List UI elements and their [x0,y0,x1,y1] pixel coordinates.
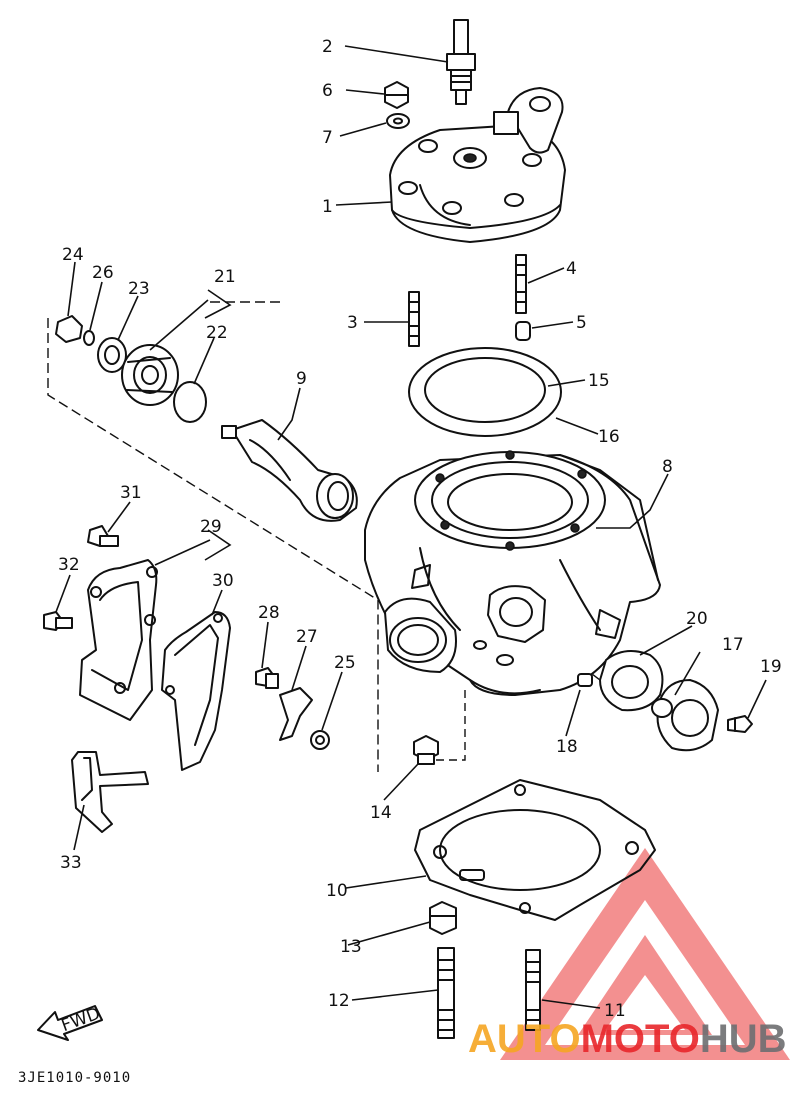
part-base-gasket [414,779,656,921]
part-dowel-pin [515,321,531,341]
fwd-label: FWD [59,1004,103,1036]
fwd-arrow-icon: FWD [37,1004,103,1041]
svg-text:AUTOMOTOHUB: AUTOMOTOHUB [468,1017,787,1061]
callout-2: 2 [322,37,333,57]
callout-23: 23 [128,279,150,299]
part-water-joint [221,419,358,522]
part-clip-27 [279,687,313,741]
part-o-ring-22 [173,381,207,423]
callout-4: 4 [566,259,577,279]
callout-26: 26 [92,263,114,283]
part-nut-13 [429,901,457,935]
part-pump-cover [79,559,158,721]
callout-29: 29 [200,517,222,537]
part-head-gasket-rings [408,347,562,437]
part-outlet-gasket [599,650,664,712]
part-seal-23 [97,337,127,373]
callout-5: 5 [576,313,587,333]
callout-20: 20 [686,609,708,629]
part-stud-12 [437,947,455,1039]
part-cap-24 [55,315,83,343]
part-drain-bolt [413,735,439,765]
callout-28: 28 [258,603,280,623]
part-bracket-33 [71,751,149,833]
callout-13: 13 [340,937,362,957]
part-spark-plug [446,19,476,105]
callout-33: 33 [60,853,82,873]
callout-16: 16 [598,427,620,447]
part-collar-25 [310,730,330,750]
callout-14: 14 [370,803,392,823]
watermark-text-auto: AUTO [468,1017,581,1061]
part-stud-long [515,254,527,314]
part-stud-11 [525,949,541,1031]
callout-24: 24 [62,245,84,265]
part-cylinder [364,450,661,696]
diagram-code: 3JE1010-9010 [18,1070,131,1086]
callout-22: 22 [206,323,228,343]
callout-7: 7 [322,128,333,148]
callout-9: 9 [296,369,307,389]
part-stud-short [408,291,420,347]
part-outlet-cover [651,679,719,752]
callout-12: 12 [328,991,350,1011]
part-bolt-28 [255,667,279,689]
part-bolt-32 [43,611,73,631]
callout-19: 19 [760,657,782,677]
part-o-ring-26 [83,330,95,346]
callout-21: 21 [214,267,236,287]
callout-31: 31 [120,483,142,503]
callout-1: 1 [322,197,333,217]
watermark-text: AUTOMOTOHUB [468,1017,787,1061]
part-small-dowel [577,673,593,687]
callout-labels: 1 2 3 4 5 6 7 8 9 10 11 12 13 14 15 16 1… [58,37,782,1021]
part-bolt-19 [727,715,753,733]
callout-25: 25 [334,653,356,673]
callout-8: 8 [662,457,673,477]
callout-30: 30 [212,571,234,591]
callout-11: 11 [604,1001,626,1021]
callout-6: 6 [322,81,333,101]
watermark-text-moto: MOTO [581,1017,700,1061]
callout-17: 17 [722,635,744,655]
callout-3: 3 [347,313,358,333]
part-cylinder-head [389,87,566,243]
callout-15: 15 [588,371,610,391]
part-housing-21 [121,344,179,406]
callout-32: 32 [58,555,80,575]
callout-10: 10 [326,881,348,901]
part-washer [386,113,410,129]
leader-lines [55,45,767,1009]
part-pump-gasket [161,611,231,771]
part-bolt-31 [87,525,119,547]
part-nut [384,81,409,109]
callout-27: 27 [296,627,318,647]
watermark-text-hub: HUB [700,1017,787,1061]
callout-18: 18 [556,737,578,757]
watermark-logo-triangle [500,848,790,1060]
